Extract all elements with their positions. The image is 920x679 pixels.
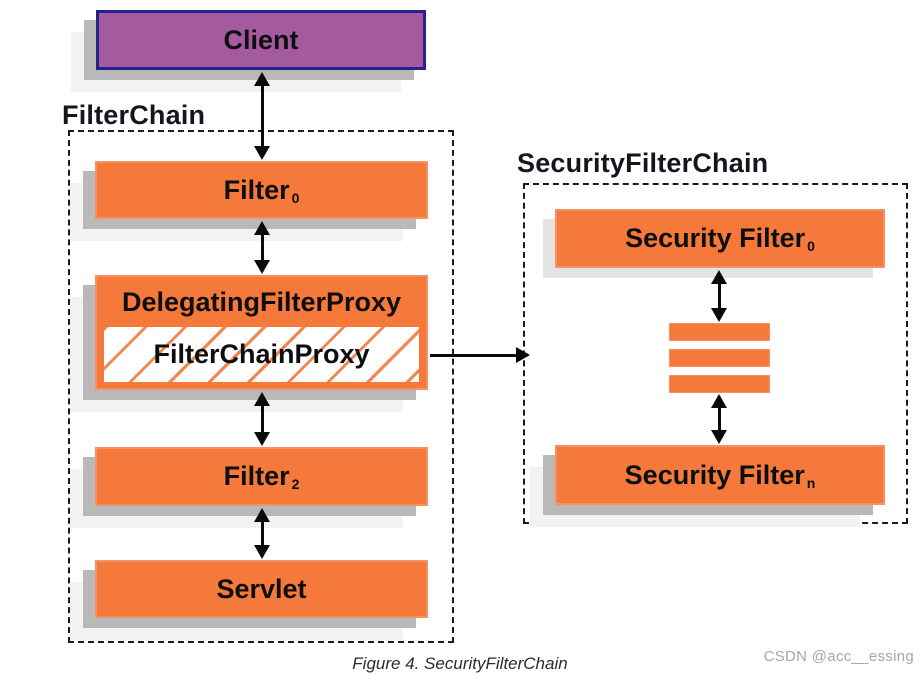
node-servlet-label: Servlet xyxy=(216,573,307,604)
arrow-down-icon xyxy=(254,260,270,274)
arrow-filter2-servlet xyxy=(254,508,270,559)
filterchain-title: FilterChain xyxy=(62,100,206,130)
arrow-down-icon xyxy=(711,430,727,444)
arrow-up-icon xyxy=(254,221,270,235)
security-filter-chain-title: SecurityFilterChain xyxy=(517,148,769,178)
delegating-filter-proxy-label: DelegatingFilterProxy xyxy=(121,286,402,317)
security-filtern-subscript: n xyxy=(806,474,816,491)
filter-stack-bar xyxy=(669,323,770,341)
arrow-stack-securityfiltern xyxy=(711,394,727,444)
security-filter0-subscript: 0 xyxy=(807,238,815,255)
node-client-label: Client xyxy=(223,24,299,55)
node-filter-chain-proxy: FilterChainProxy xyxy=(104,327,419,382)
figure-caption: Figure 4. SecurityFilterChain xyxy=(352,654,568,673)
arrow-client-filter0 xyxy=(254,72,270,160)
arrow-up-icon xyxy=(254,392,270,406)
arrow-down-icon xyxy=(254,432,270,446)
arrow-delegatingfilterproxy-filter2 xyxy=(254,392,270,446)
arrow-up-icon xyxy=(711,270,727,284)
arrow-down-icon xyxy=(254,146,270,160)
arrow-right-icon xyxy=(516,347,530,363)
arrow-securityfilter0-stack xyxy=(711,270,727,322)
filter2-subscript: 2 xyxy=(291,476,300,493)
arrow-up-icon xyxy=(254,72,270,86)
arrow-down-icon xyxy=(711,308,727,322)
arrow-filterchainproxy-securityfilterchain xyxy=(430,347,530,363)
filter-stack-bar xyxy=(669,375,770,393)
node-client: Client xyxy=(96,10,426,70)
filter-stack-bar xyxy=(669,349,770,367)
node-delegating-filter-proxy: DelegatingFilterProxy FilterChainProxy xyxy=(95,275,428,390)
arrow-filter0-delegatingfilterproxy xyxy=(254,221,270,274)
node-servlet: Servlet xyxy=(95,560,428,618)
filter-chain-proxy-label: FilterChainProxy xyxy=(153,339,370,369)
filter0-subscript: 0 xyxy=(291,189,300,206)
watermark: CSDN @acc__essing xyxy=(763,648,914,665)
arrow-up-icon xyxy=(254,508,270,522)
arrow-down-icon xyxy=(254,545,270,559)
arrow-up-icon xyxy=(711,394,727,408)
